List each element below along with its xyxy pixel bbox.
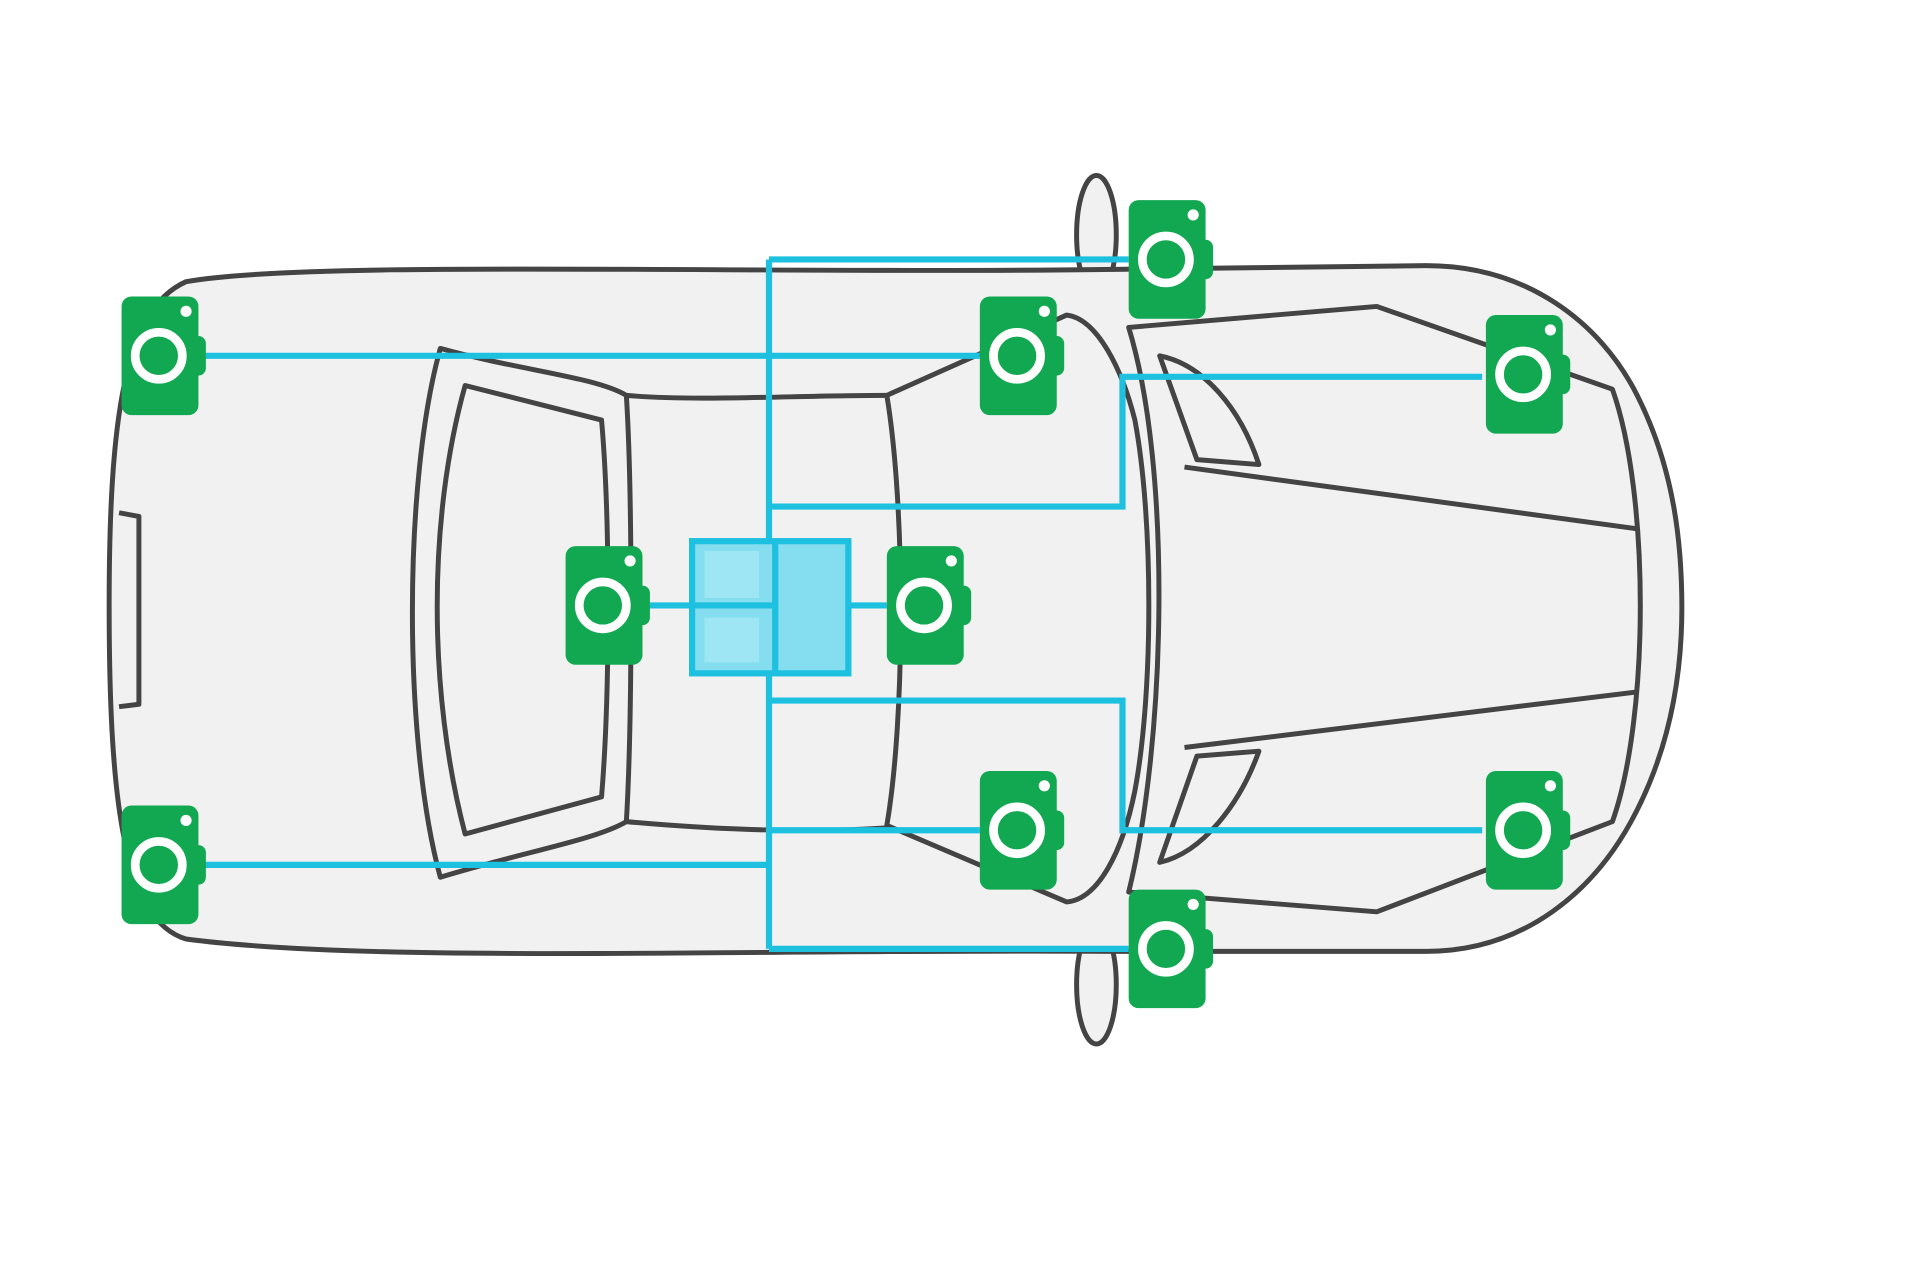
vent-top bbox=[1157, 353, 1262, 468]
camera-icon bbox=[566, 546, 650, 665]
camera-icon bbox=[1129, 890, 1213, 1009]
hood-line-top bbox=[1184, 464, 1638, 532]
vent-bottom bbox=[1157, 748, 1262, 865]
hood-line-bottom bbox=[1184, 689, 1638, 750]
camera-icon bbox=[122, 806, 206, 925]
camera-icon bbox=[1129, 200, 1213, 319]
wiring bbox=[198, 256, 1483, 952]
camera-icon bbox=[887, 546, 971, 665]
camera-icon bbox=[122, 297, 206, 416]
camera-icon bbox=[1486, 315, 1570, 434]
roof-line-top bbox=[626, 392, 887, 401]
rear-bumper-detail bbox=[118, 510, 142, 710]
camera-icon bbox=[980, 771, 1064, 890]
camera-icon bbox=[980, 297, 1064, 416]
rear-window bbox=[434, 383, 611, 837]
ecu-unit-icon bbox=[688, 538, 852, 677]
camera-icon bbox=[1486, 771, 1570, 890]
